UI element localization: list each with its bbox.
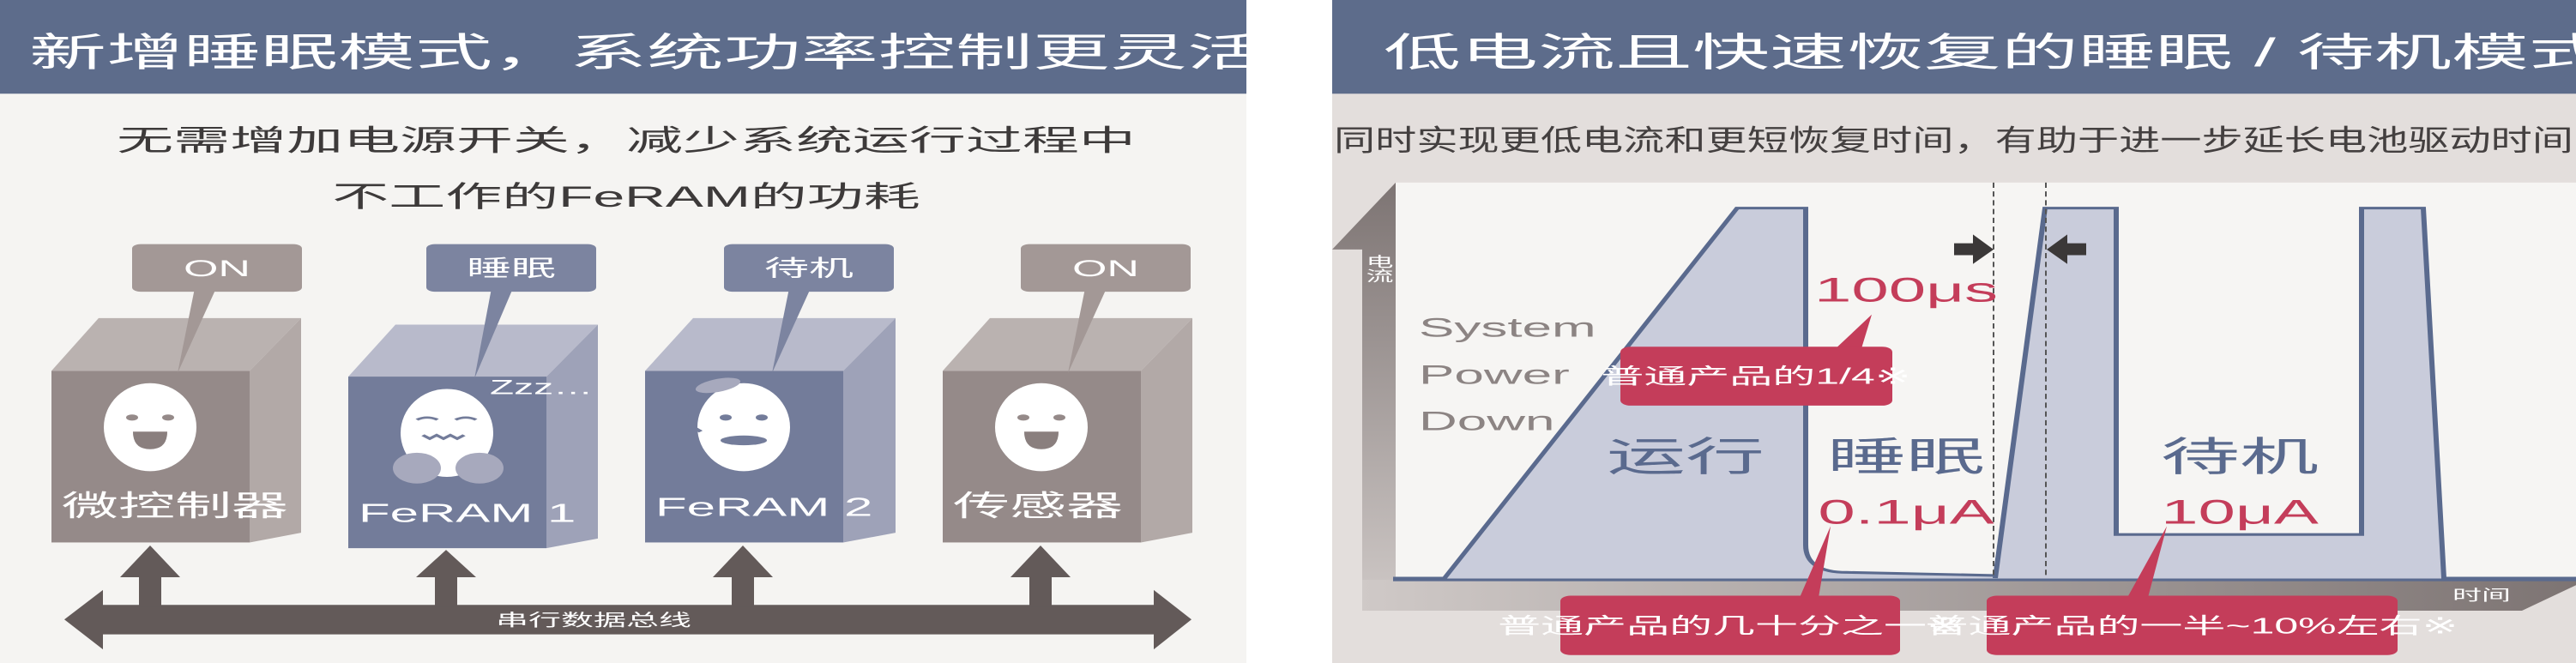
- callout-recovery-text: 普通产品的1/4※: [1601, 365, 1910, 389]
- box-side-face: [1141, 317, 1192, 543]
- box-top-face: [943, 317, 1192, 371]
- serial-bus: 串行数据总线: [64, 545, 1191, 650]
- state-bubble: [426, 244, 596, 292]
- callout-recovery: 普通产品的1/4※: [1601, 314, 1911, 406]
- y-axis-label: 电流: [1362, 254, 1392, 282]
- right-title: 低电流且快速恢复的睡眠 / 待机模式: [1384, 31, 2576, 75]
- smile-face-icon: [104, 383, 196, 472]
- right-header: [1332, 0, 2576, 94]
- sleep-zzz-text: Zzz…: [490, 376, 593, 398]
- sleep-current: 0.1μA: [1818, 493, 1994, 532]
- box-top-face: [51, 317, 301, 371]
- standby-current: 10μA: [2161, 493, 2320, 532]
- device-label: FeRAM 1: [359, 498, 576, 527]
- device-group: ON 微控制器 睡眠 Zzz… FeRAM 1 待机 FeRAM 2 ON 传感器: [51, 244, 1192, 549]
- left-header: [0, 0, 1246, 94]
- power-down-line1: System: [1419, 312, 1596, 342]
- box-side-face: [843, 317, 896, 543]
- state-label: ON: [1072, 256, 1139, 281]
- device-box-3: 待机 FeRAM 2: [645, 244, 896, 543]
- right-panel: 低电流且快速恢复的睡眠 / 待机模式 同时实现更低电流和更短恢复时间，有助于进一…: [1332, 0, 2576, 663]
- arrow-right-icon: [1954, 234, 1994, 264]
- right-subtitle: 同时实现更低电流和更短恢复时间，有助于进一步延长电池驱动时间: [1334, 125, 2573, 157]
- box-top-face: [348, 324, 598, 377]
- state-label: 睡眠: [467, 256, 556, 281]
- power-down-line3: Down: [1419, 406, 1555, 436]
- left-subtitle-line1: 无需增加电源开关，减少系统运行过程中: [117, 125, 1136, 157]
- left-subtitle-line2: 不工作的FeRAM的功耗: [332, 181, 920, 213]
- bus-double-arrow: [64, 589, 1191, 650]
- arrow-left-icon: [2047, 234, 2086, 264]
- state-bubble: [724, 244, 894, 292]
- state-bubble: [1021, 244, 1191, 292]
- callout-sleep-text: 普通产品的几十分之一※: [1498, 614, 1963, 638]
- bubble-tail: [178, 287, 216, 373]
- device-box-1: ON 微控制器: [51, 244, 302, 543]
- callout-standby-text: 普通产品的一半~10%左右※: [1926, 614, 2458, 638]
- standby-face-icon: [683, 377, 790, 472]
- bus-connector-arrows: [120, 545, 1071, 607]
- bubble-tail: [1068, 287, 1107, 373]
- device-label: 传感器: [953, 491, 1123, 522]
- box-side-face: [250, 317, 301, 543]
- state-label: 待机: [764, 256, 854, 281]
- sleep-label: 睡眠: [1827, 435, 1985, 479]
- box-top-face: [645, 317, 896, 371]
- smile-face-icon: [995, 383, 1088, 472]
- device-box-2: 睡眠 Zzz… FeRAM 1: [348, 244, 598, 549]
- device-label: 微控制器: [62, 491, 288, 522]
- state-label: ON: [184, 256, 250, 281]
- current-waveform: [1393, 207, 2576, 582]
- run-label: 运行: [1607, 435, 1765, 479]
- standby-label: 待机: [2161, 435, 2319, 479]
- state-bubble: [132, 244, 302, 292]
- device-label: FeRAM 2: [655, 493, 872, 522]
- bus-label: 串行数据总线: [496, 611, 691, 630]
- callout-standby: 普通产品的一半~10%左右※: [1926, 526, 2458, 655]
- callout-sleep: 普通产品的几十分之一※: [1498, 526, 1963, 655]
- box-side-face: [546, 324, 598, 549]
- recovery-time: 100μs: [1814, 271, 1998, 310]
- power-down-line2: Power: [1419, 359, 1570, 389]
- bubble-tail: [474, 287, 513, 379]
- left-title: 新增睡眠模式，系统功率控制更灵活: [29, 31, 1264, 75]
- x-axis-label: 时间: [2452, 588, 2511, 604]
- device-box-4: ON 传感器: [943, 244, 1192, 543]
- y-axis-arrow: [1332, 182, 1396, 611]
- sleep-face-icon: [393, 389, 504, 484]
- bubble-tail: [772, 287, 811, 373]
